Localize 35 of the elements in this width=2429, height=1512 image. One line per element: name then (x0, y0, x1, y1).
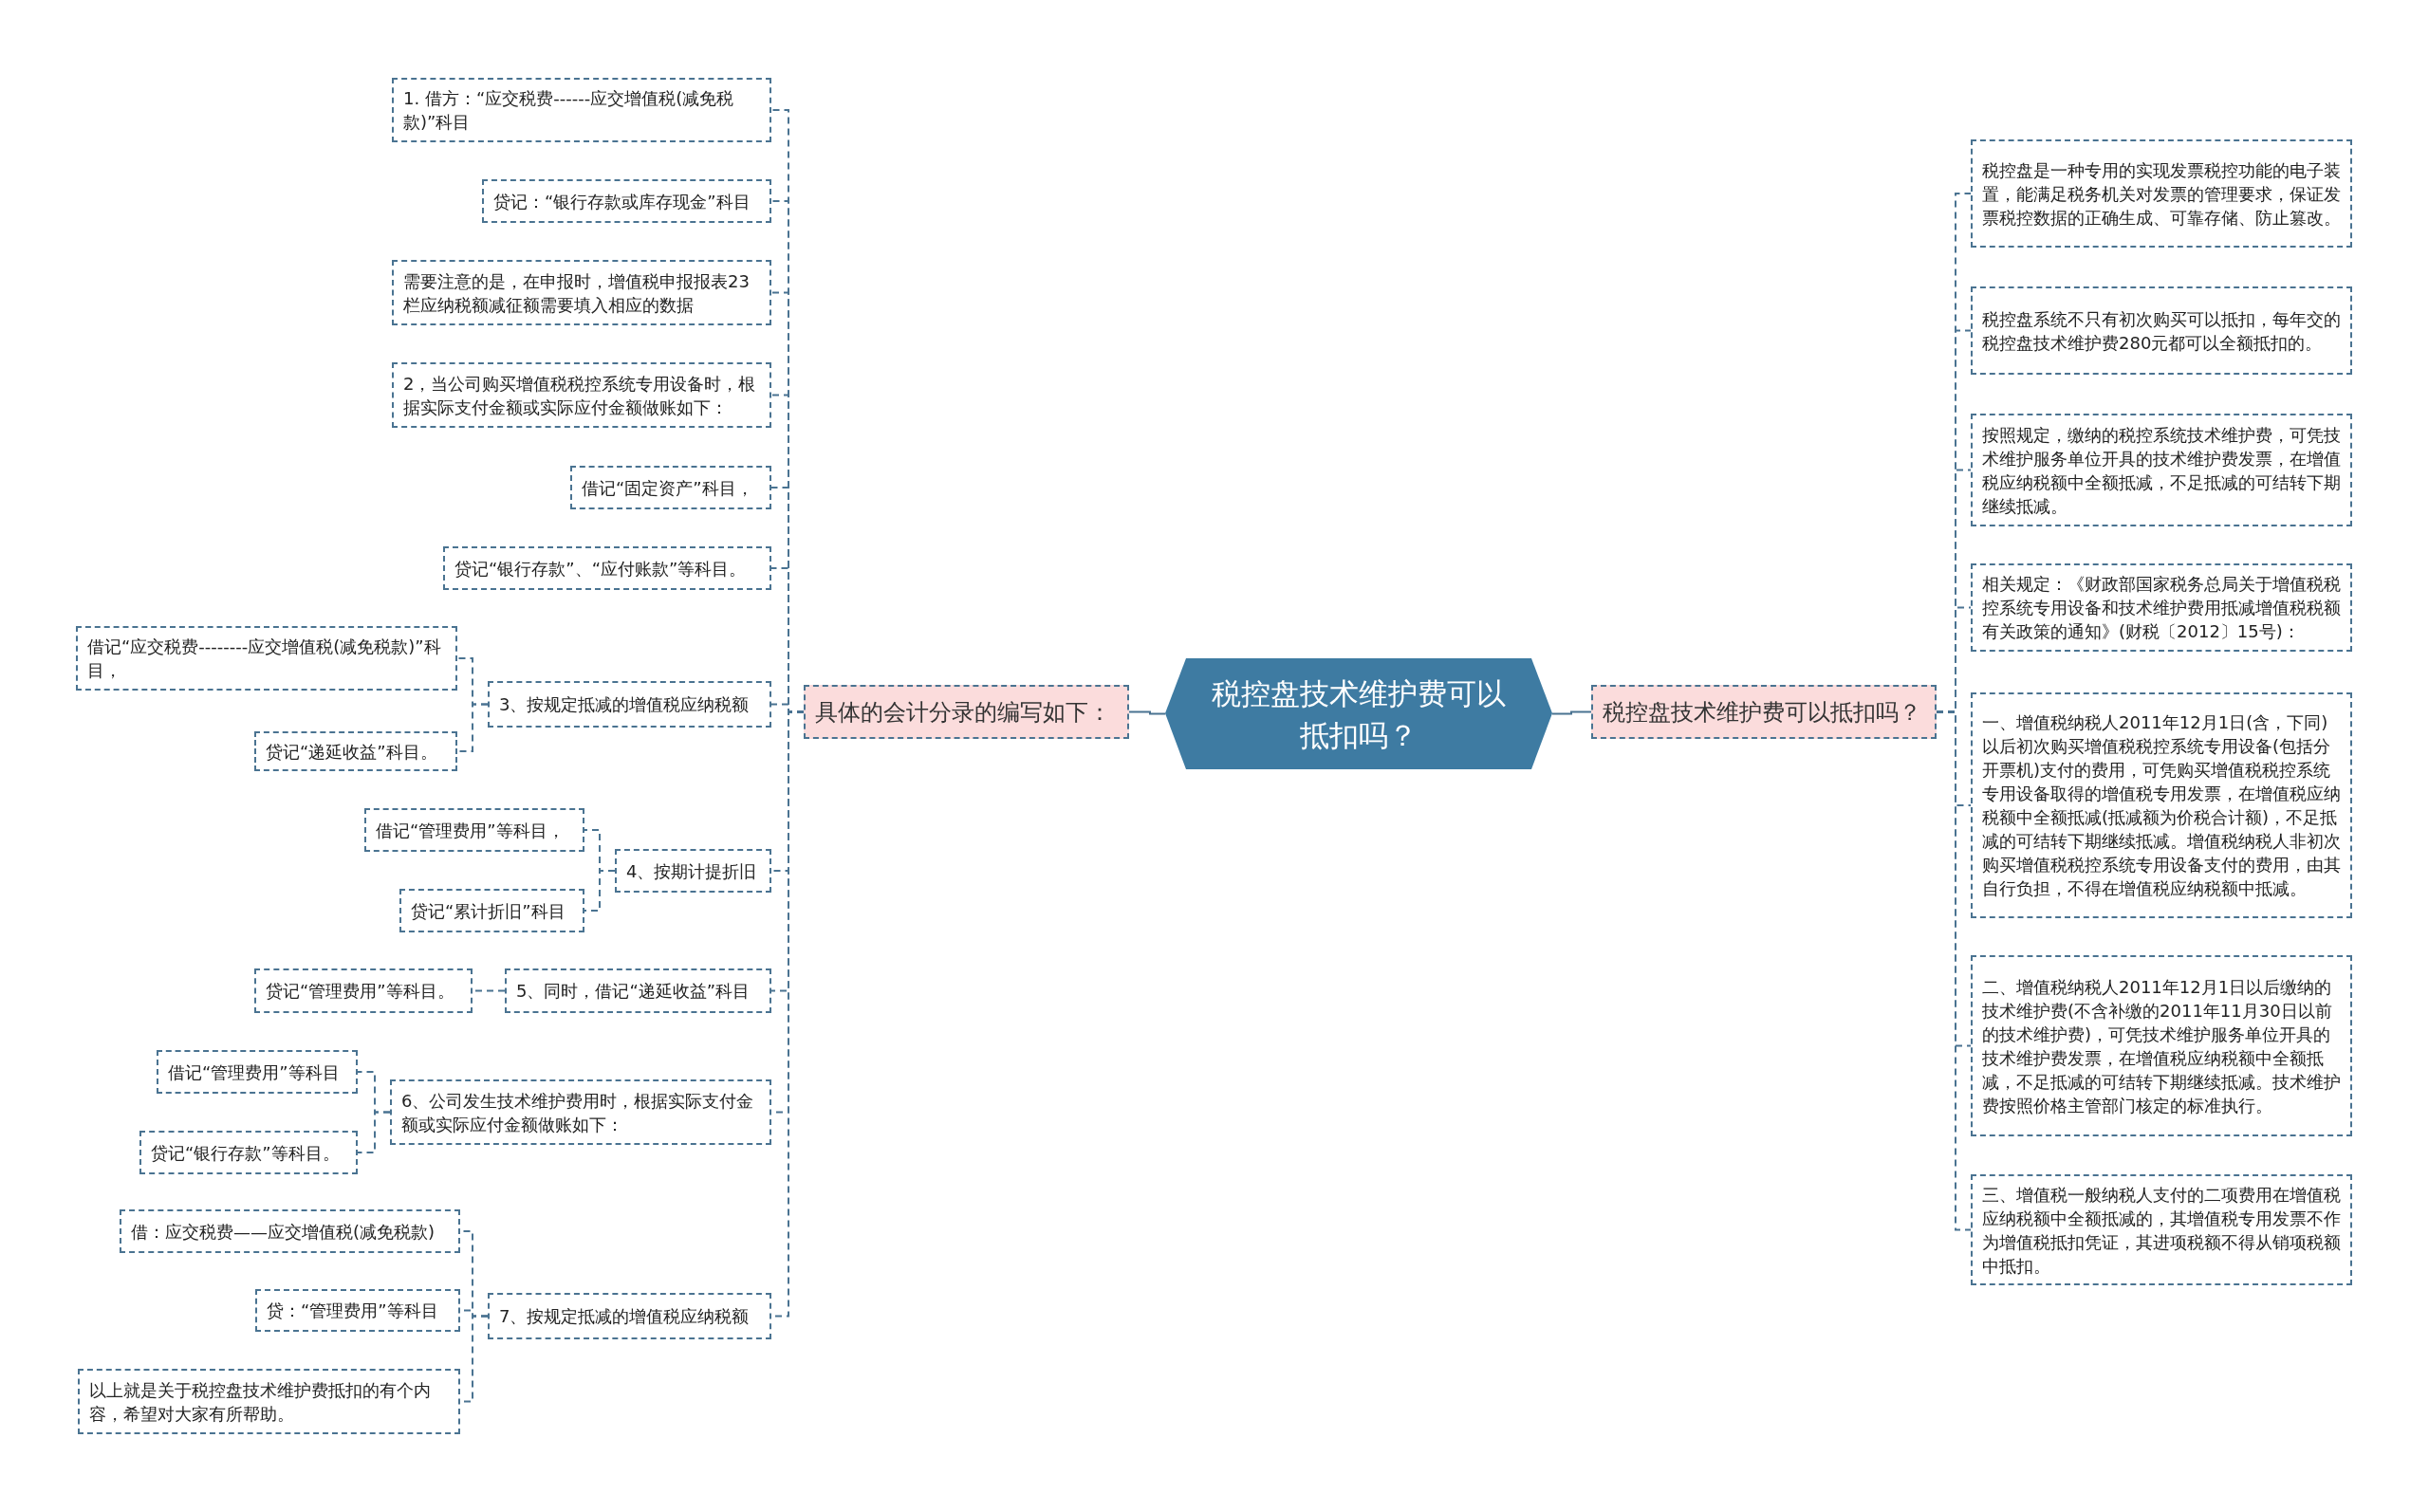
text-box: 需要注意的是，在申报时，增值税申报报表23栏应纳税额减征额需要填入相应的数据 (392, 260, 771, 325)
text-box: 税控盘系统不只有初次购买可以抵扣，每年交的税控盘技术维护费280元都可以全额抵扣的。 (1971, 286, 2352, 375)
text-box: 1. 借方：“应交税费------应交增值税(减免税款)”科目 (392, 78, 771, 142)
text-box: 4、按期计提折旧 (615, 849, 771, 893)
text-box: 借记“应交税费--------应交增值税(减免税款)”科目， (76, 626, 457, 691)
text-box: 贷记“累计折旧”科目 (399, 889, 584, 932)
connector (584, 870, 616, 912)
branch-box: 具体的会计分录的编写如下： (804, 685, 1129, 739)
text-box: 2，当公司购买增值税税控系统专用设备时，根据实际支付金额或实际应付金额做账如下： (392, 362, 771, 428)
text-box: 税控盘是一种专用的实现发票税控功能的电子装置，能满足税务机关对发票的管理要求，保证发票税控数据的正确生成、可靠存储、防止篡改。 (1971, 139, 2352, 248)
text-box: 借记“固定资产”科目， (570, 466, 771, 509)
text-box: 5、同时，借记“递延收益”科目 (505, 968, 771, 1013)
text-box: 按照规定，缴纳的税控系统技术维护费，可凭技术维护服务单位开具的技术维护费发票，在增值税应纳税额中全额抵减，不足抵减的可结转下期继续抵减。 (1971, 414, 2352, 526)
text-box: 7、按规定抵减的增值税应纳税额 (488, 1293, 771, 1339)
text-box: 一、增值税纳税人2011年12月1日(含，下同)以后初次购买增值税税控系统专用设备(包括分开票机)支付的费用，可凭购买增值税税控系统专用设备取得的增值税专用发票，在增值税应纳税额中全额抵减(抵减额为价税合计额)，不足抵减的可结转下期继续抵减。增值税纳税人非初次购买增值税税控系统专用设备支付的费用，由其自行负担，不得在增值税应纳税额中抵减。 (1971, 692, 2352, 918)
text-box: 借：应交税费——应交增值税(减免税款) (120, 1209, 460, 1253)
text-box: 三、增值税一般纳税人支付的二项费用在增值税应纳税额中全额抵减的，其增值税专用发票不作为增值税抵扣凭证，其进项税额不得从销项税额中抵扣。 (1971, 1174, 2352, 1285)
text-box: 贷记“银行存款”等科目。 (139, 1131, 358, 1174)
text-box: 贷记“递延收益”科目。 (254, 731, 457, 771)
text-box: 3、按规定抵减的增值税应纳税额 (488, 681, 771, 728)
branch-box: 税控盘技术维护费可以抵扣吗？ (1591, 685, 1937, 739)
text-box: 二、增值税纳税人2011年12月1日以后缴纳的技术维护费(不含补缴的2011年11月30日以前的技术维护费)，可凭技术维护服务单位开具的技术维护费发票，在增值税应纳税额中全额抵减，不足抵减的可结转下期继续抵减。技术维护费按照价格主管部门核定的标准执行。 (1971, 955, 2352, 1136)
text-box: 贷记：“银行存款或库存现金”科目 (482, 179, 771, 223)
text-box: 相关规定：《财政部国家税务总局关于增值税税控系统专用设备和技术维护费用抵减增值税税额有关政策的通知》(财税〔2012〕15号)： (1971, 563, 2352, 652)
text-box: 贷记“银行存款”、“应付账款”等科目。 (443, 546, 771, 590)
connector (1128, 710, 1166, 715)
text-box: 借记“管理费用”等科目 (157, 1050, 358, 1094)
text-box: 借记“管理费用”等科目， (364, 808, 584, 852)
text-box: 贷记“管理费用”等科目。 (254, 968, 473, 1013)
connector (357, 1111, 391, 1153)
topic-hexagon: 税控盘技术维护费可以抵扣吗？ (1165, 658, 1552, 769)
text-box: 贷：“管理费用”等科目 (255, 1289, 460, 1332)
text-box: 6、公司发生技术维护费用时，根据实际支付金额或实际应付金额做账如下： (390, 1079, 771, 1145)
connector (1551, 710, 1592, 715)
text-box: 以上就是关于税控盘技术维护费抵扣的有个内容，希望对大家有所帮助。 (78, 1369, 460, 1434)
